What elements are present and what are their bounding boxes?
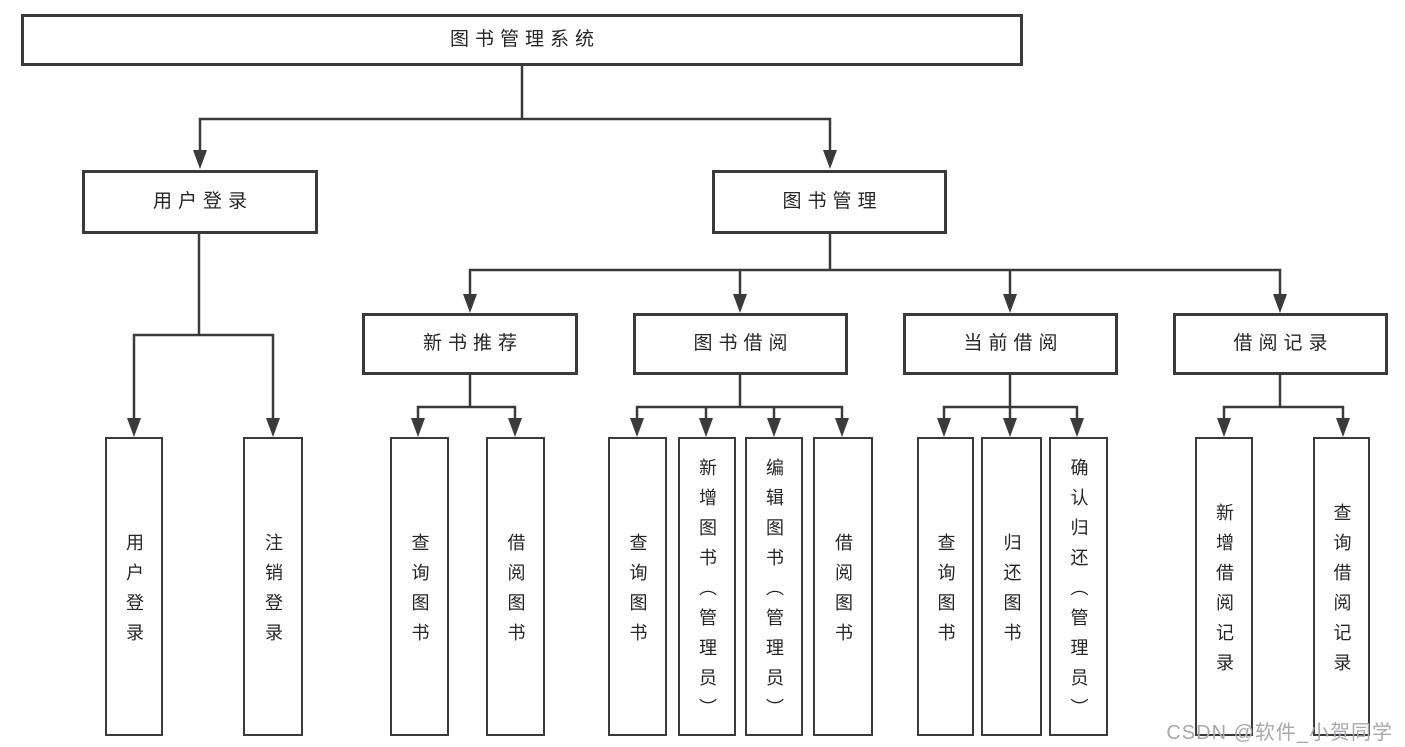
- leaf-return-books-label: 归还图书: [1001, 532, 1022, 653]
- node-root-label: 图书管理系统: [449, 28, 600, 50]
- node-current-borrow: 当前借阅: [903, 313, 1118, 375]
- node-book-borrow: 图书借阅: [633, 313, 848, 375]
- leaf-edit-books-admin-label: 编辑图书（管理员）: [764, 457, 784, 728]
- arrowhead-icons: [127, 150, 1350, 437]
- leaf-logout-login-label: 注销登录: [263, 532, 283, 653]
- leaf-add-books-admin: 新增图书（管理员）: [678, 437, 736, 736]
- leaf-query-books-current: 查询图书: [917, 437, 974, 736]
- node-book-borrow-label: 图书借阅: [693, 332, 794, 354]
- leaf-query-books-borrow-label: 查询图书: [627, 532, 648, 653]
- leaf-query-books-recommend: 查询图书: [390, 437, 449, 736]
- node-user-login: 用户登录: [82, 170, 318, 234]
- leaf-query-books-current-label: 查询图书: [935, 532, 956, 653]
- node-borrow-records: 借阅记录: [1173, 313, 1388, 375]
- leaf-edit-books-admin: 编辑图书（管理员）: [745, 437, 803, 736]
- node-new-book-recommend-label: 新书推荐: [422, 332, 523, 354]
- node-book-management: 图书管理: [712, 170, 947, 234]
- node-user-login-label: 用户登录: [152, 190, 253, 212]
- node-new-book-recommend: 新书推荐: [362, 313, 578, 375]
- leaf-query-books-borrow: 查询图书: [608, 437, 667, 736]
- leaf-borrow-books-label: 借阅图书: [833, 532, 853, 653]
- node-root: 图书管理系统: [21, 14, 1023, 66]
- node-borrow-records-label: 借阅记录: [1233, 332, 1334, 354]
- leaf-add-books-admin-label: 新增图书（管理员）: [697, 457, 717, 728]
- watermark: CSDN @软件_小贺同学: [1166, 722, 1393, 744]
- leaf-borrow-books-recommend: 借阅图书: [486, 437, 545, 736]
- leaf-borrow-books-recommend-label: 借阅图书: [505, 532, 526, 653]
- leaf-return-books: 归还图书: [981, 437, 1042, 736]
- leaf-logout-login: 注销登录: [243, 437, 303, 736]
- leaf-confirm-return-admin-label: 确认归还（管理员）: [1068, 457, 1089, 728]
- leaf-query-books-recommend-label: 查询图书: [409, 532, 430, 653]
- leaf-confirm-return-admin: 确认归还（管理员）: [1049, 437, 1108, 736]
- leaf-query-borrow-record-label: 查询借阅记录: [1331, 502, 1352, 683]
- leaf-user-login-label: 用户登录: [124, 532, 144, 653]
- leaf-add-borrow-record-label: 新增借阅记录: [1214, 502, 1234, 683]
- node-current-borrow-label: 当前借阅: [963, 332, 1064, 354]
- node-book-management-label: 图书管理: [782, 190, 883, 212]
- leaf-user-login: 用户登录: [105, 437, 163, 736]
- leaf-borrow-books: 借阅图书: [813, 437, 873, 736]
- leaf-add-borrow-record: 新增借阅记录: [1195, 437, 1253, 736]
- leaf-query-borrow-record: 查询借阅记录: [1313, 437, 1370, 736]
